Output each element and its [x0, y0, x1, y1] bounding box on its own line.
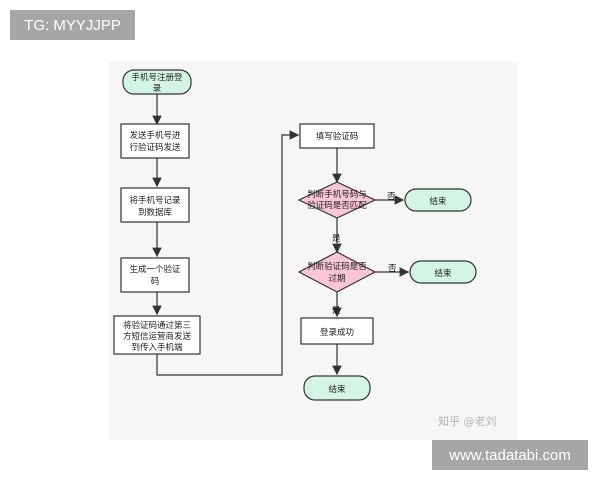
zhihu-watermark: 知乎 @老刘: [438, 414, 497, 428]
node-login-success-label: 登录成功: [320, 327, 354, 338]
node-end-final-label: 结束: [328, 384, 346, 395]
arrow-dispatch-to-fill: [156, 130, 300, 376]
node-dispatch-sms-line-1: 将验证码通过第三: [123, 320, 191, 331]
node-fill-code: 填写验证码: [299, 123, 375, 149]
node-send-code-line-2: 行验证码发送: [129, 142, 181, 153]
site-watermark-tag: www.tadatabi.com: [432, 440, 588, 470]
node-start-line-1: 手机号注册登: [131, 72, 183, 83]
decision-expire: 判断验证码是否 过期: [297, 251, 377, 293]
node-end-final: 结束: [303, 375, 371, 401]
decision-match-line-1: 判断手机号码与: [307, 189, 367, 200]
node-end-expired: 结束: [409, 260, 477, 284]
node-dispatch-sms: 将验证码通过第三 方短信运营商发送 到传入手机端: [113, 315, 201, 355]
node-end-no-match-label: 结束: [429, 196, 447, 207]
label-yes-expire: 是: [332, 306, 341, 316]
connector-lines: [152, 94, 410, 376]
node-record-phone-line-1: 将手机号记录: [129, 195, 181, 206]
node-fill-code-label: 填写验证码: [316, 131, 359, 142]
decision-expire-line-1: 判断验证码是否: [307, 261, 367, 272]
decision-match-line-2: 验证码是否匹配: [307, 200, 367, 211]
node-send-code-line-1: 发送手机号进: [129, 130, 181, 141]
node-record-phone-line-2: 到数据库: [138, 207, 173, 218]
top-watermark-tag: TG: MYYJJPP: [10, 10, 135, 40]
label-no-match: 否: [387, 192, 396, 202]
node-start-line-2: 录: [153, 84, 162, 94]
node-send-code: 发送手机号进 行验证码发送: [120, 123, 190, 159]
label-yes-match: 是: [332, 234, 341, 244]
node-dispatch-sms-line-2: 方短信运营商发送: [123, 331, 192, 342]
node-dispatch-sms-line-3: 到传入手机端: [131, 342, 183, 353]
node-end-expired-label: 结束: [434, 268, 452, 279]
node-generate-code: 生成一个验证 码: [120, 257, 190, 293]
decision-expire-line-2: 过期: [328, 273, 345, 284]
node-generate-code-line-2: 码: [151, 277, 160, 287]
node-login-success: 登录成功: [300, 317, 374, 345]
label-no-expire: 否: [388, 264, 397, 274]
decision-match: 判断手机号码与 验证码是否匹配: [297, 181, 377, 219]
node-generate-code-line-1: 生成一个验证: [129, 264, 181, 275]
node-record-phone: 将手机号记录 到数据库: [120, 187, 190, 223]
node-start: 手机号注册登 录: [122, 69, 192, 95]
node-end-no-match: 结束: [404, 188, 472, 212]
